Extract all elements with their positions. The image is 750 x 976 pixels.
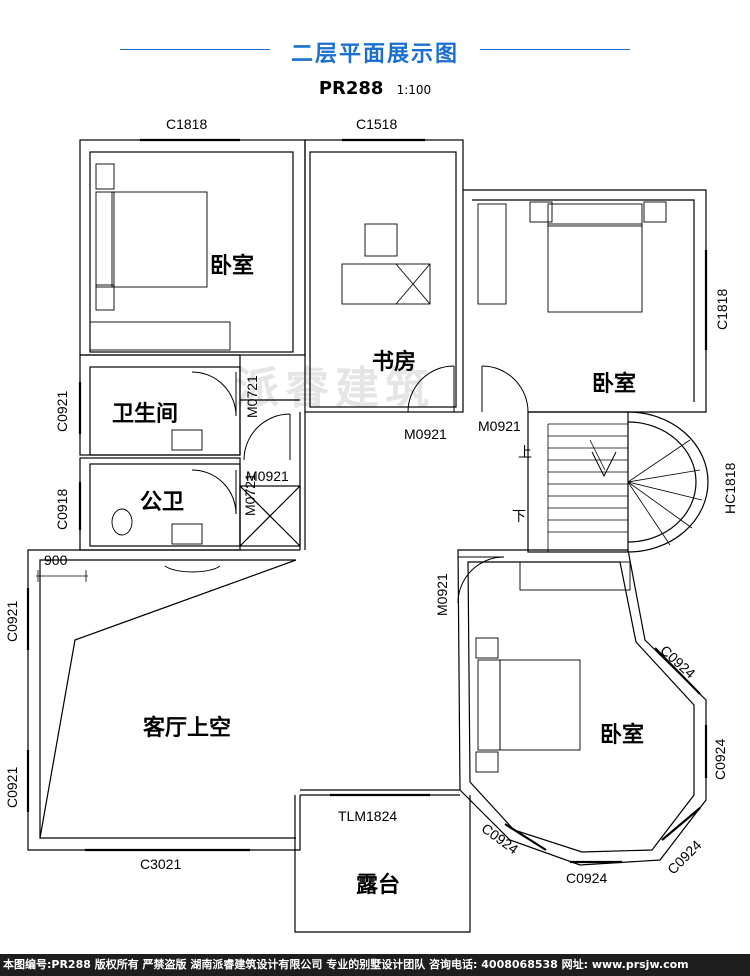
room-label-terrace: 露台 (356, 873, 401, 898)
room-label-public-wc: 公卫 (140, 490, 185, 515)
watermark: 派睿建筑 (235, 363, 435, 414)
room-label-bedroom-nw: 卧室 (210, 254, 255, 279)
window-label-hc1818: HC1818 (722, 462, 738, 514)
door-label-m0921-se: M0921 (434, 573, 450, 616)
stair-up-label: 上 (518, 444, 532, 460)
room-label-bedroom-ne: 卧室 (592, 372, 637, 397)
room-label-bathroom: 卫生间 (112, 402, 179, 427)
room-label-study: 书房 (372, 350, 417, 375)
room-label-bedroom-se: 卧室 (600, 723, 645, 748)
plan-code: PR288 (318, 78, 384, 99)
title-rule-right (480, 49, 630, 50)
door-label-m0921-hall: M0921 (246, 468, 289, 484)
wall-terrace (294, 795, 471, 933)
stairwell (527, 411, 629, 553)
door-label-m0721-bath: M0721 (244, 375, 260, 418)
window-label-c0924-d: C0924 (566, 870, 608, 886)
door-label-tlm1824: TLM1824 (338, 808, 398, 824)
window-label-c1818-right: C1818 (714, 288, 730, 330)
title-rule-left (120, 49, 270, 50)
window-label-c1818-top: C1818 (166, 116, 208, 132)
window-label-c0921-left-bottom: C0921 (4, 766, 20, 808)
window-label-c3021: C3021 (140, 856, 182, 872)
window-label-c0918-wc: C0918 (54, 488, 70, 530)
door-label-m0721-wc: M0721 (242, 473, 258, 516)
window-label-c0921-bath: C0921 (54, 390, 70, 432)
stair-down-label: 下 (512, 508, 526, 524)
door-label-m0921-study: M0921 (404, 426, 447, 442)
wall-bedroom-se (457, 549, 707, 866)
wall-bedroom-ne (463, 189, 707, 413)
door-label-m0921-bed: M0921 (478, 418, 521, 434)
plan-subtitle: PR288 1:100 (0, 78, 750, 99)
window-label-c0921-left-top: C0921 (4, 600, 20, 642)
page-title: 二层平面展示图 (290, 42, 459, 67)
window-label-c1518-top: C1518 (356, 116, 398, 132)
plan-scale: 1:100 (396, 83, 432, 97)
footer-banner: 本图编号:PR288 版权所有 严禁盗版 湖南派睿建筑设计有限公司 专业的别墅设… (0, 954, 750, 976)
wall-living-void (27, 549, 301, 851)
dimension-900: 900 (44, 552, 68, 568)
room-label-living-void: 客厅上空 (143, 716, 232, 741)
window-label-c0924-b: C0924 (712, 738, 728, 780)
